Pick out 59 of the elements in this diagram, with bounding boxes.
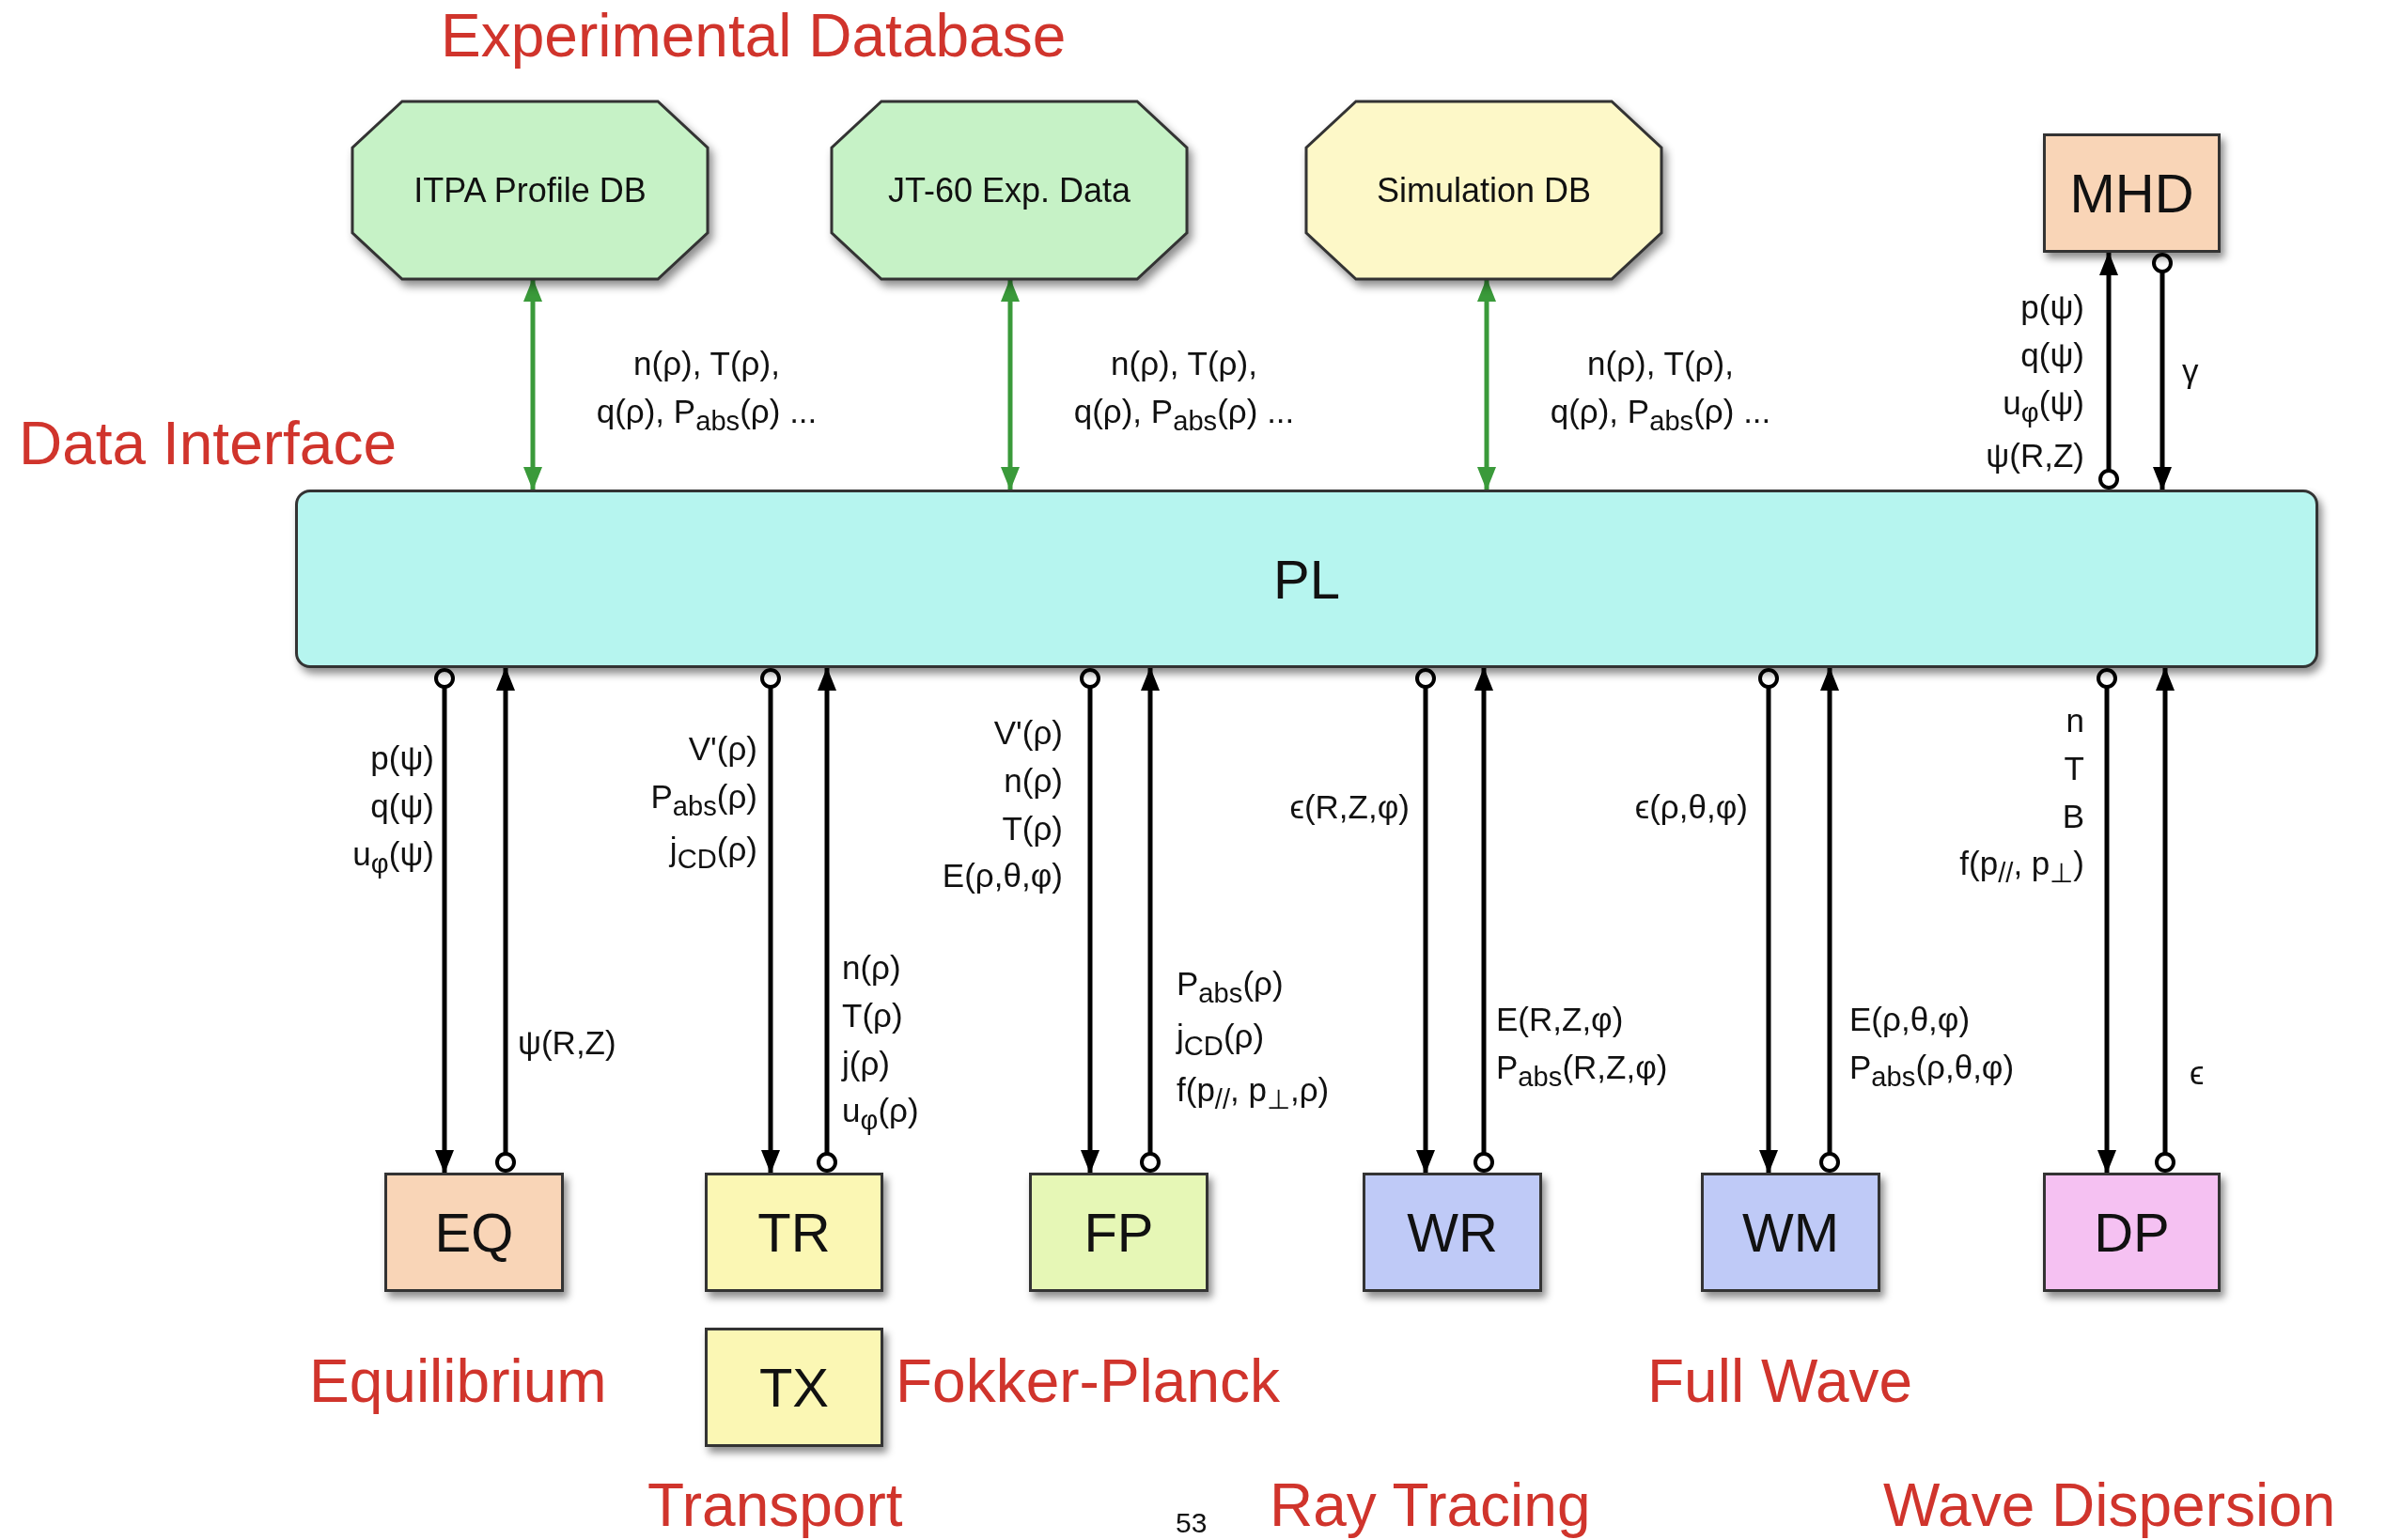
arrow bbox=[1080, 668, 1100, 1174]
edge-label: n(ρ), T(ρ), q(ρ), P$_{abs}$(ρ) ... bbox=[595, 344, 819, 438]
arrow bbox=[495, 667, 516, 1173]
arrow bbox=[1415, 668, 1436, 1174]
edge-label: n(ρ) T(ρ) j(ρ) u$_{φ}$(ρ) bbox=[842, 948, 919, 1138]
module-box bbox=[1363, 1173, 1542, 1292]
node-label: FP bbox=[1084, 1201, 1154, 1264]
database-octagon bbox=[1306, 101, 1661, 279]
edge-label: n(ρ), T(ρ), q(ρ), P$_{abs}$(ρ) ... bbox=[1549, 344, 1772, 438]
edge-label: ϵ(ρ,θ,φ) bbox=[1634, 787, 1748, 827]
module-box bbox=[1701, 1173, 1880, 1292]
edge-label: V'(ρ) n(ρ) T(ρ) E(ρ,θ,φ) bbox=[942, 713, 1063, 896]
interface-bar bbox=[295, 490, 2318, 668]
page-number: 53 bbox=[1176, 1509, 1208, 1537]
node-label: WR bbox=[1407, 1201, 1498, 1264]
edge-label: ϵ(R,Z,φ) bbox=[1289, 787, 1410, 827]
node-label: Simulation DB bbox=[1376, 170, 1592, 210]
arrow bbox=[2098, 252, 2119, 490]
edge-label: n(ρ), T(ρ), q(ρ), P$_{abs}$(ρ) ... bbox=[1072, 344, 1296, 438]
module-box bbox=[384, 1173, 564, 1292]
database-octagon bbox=[352, 101, 708, 279]
node-label: DP bbox=[2094, 1201, 2170, 1264]
edge-label: ψ(R,Z) bbox=[518, 1023, 616, 1063]
arrow bbox=[817, 667, 837, 1173]
node-label: WM bbox=[1741, 1201, 1840, 1264]
section-label: Full Wave bbox=[1647, 1351, 1913, 1411]
module-box bbox=[705, 1173, 883, 1292]
module-box bbox=[2043, 1173, 2221, 1292]
arrow bbox=[760, 668, 781, 1174]
edge-label: V'(ρ) P$_{abs}$(ρ) j$_{CD}$(ρ) bbox=[650, 729, 757, 877]
edge-label: p(ψ) q(ψ) u$_{φ}$(ψ) bbox=[352, 739, 434, 880]
node-label: EQ bbox=[434, 1201, 514, 1264]
edge-label: n T B f(p$_{//}$, p$_{⊥}$) bbox=[1959, 701, 2084, 891]
node-label: PL bbox=[1273, 547, 1340, 611]
arrow bbox=[1758, 668, 1779, 1174]
edge-label: ϵ bbox=[2190, 1053, 2205, 1093]
arrow bbox=[1140, 667, 1161, 1173]
edge-label: p(ψ) q(ψ) u$_{φ}$(ψ) ψ(R,Z) bbox=[1986, 288, 2084, 475]
node-label: ITPA Profile DB bbox=[413, 170, 647, 210]
edge-label: γ bbox=[2182, 351, 2199, 391]
arrow bbox=[1819, 667, 1840, 1173]
arrow bbox=[434, 668, 455, 1174]
section-label: Fokker-Planck bbox=[896, 1351, 1280, 1411]
edge-label: E(ρ,θ,φ) P$_{abs}$(ρ,θ,φ) bbox=[1849, 1000, 2015, 1094]
node-label: JT-60 Exp. Data bbox=[887, 170, 1131, 210]
database-octagon bbox=[832, 101, 1187, 279]
arrow bbox=[2155, 667, 2175, 1173]
arrow bbox=[2152, 253, 2173, 490]
module-box bbox=[1029, 1173, 1208, 1292]
node-label: TX bbox=[758, 1356, 830, 1419]
module-box bbox=[705, 1328, 883, 1447]
edge-label: P$_{abs}$(ρ) j$_{CD}$(ρ) f(p$_{//}$, p$_{⊥}$,ρ) bbox=[1177, 964, 1330, 1116]
edge-label: E(R,Z,φ) P$_{abs}$(R,Z,φ) bbox=[1496, 1000, 1668, 1094]
node-label: TR bbox=[757, 1201, 831, 1264]
node-label: MHD bbox=[2069, 162, 2194, 225]
section-label: Data Interface bbox=[19, 413, 397, 474]
arrow bbox=[1473, 667, 1494, 1173]
arrow bbox=[2097, 668, 2117, 1174]
module-box bbox=[2043, 133, 2221, 253]
